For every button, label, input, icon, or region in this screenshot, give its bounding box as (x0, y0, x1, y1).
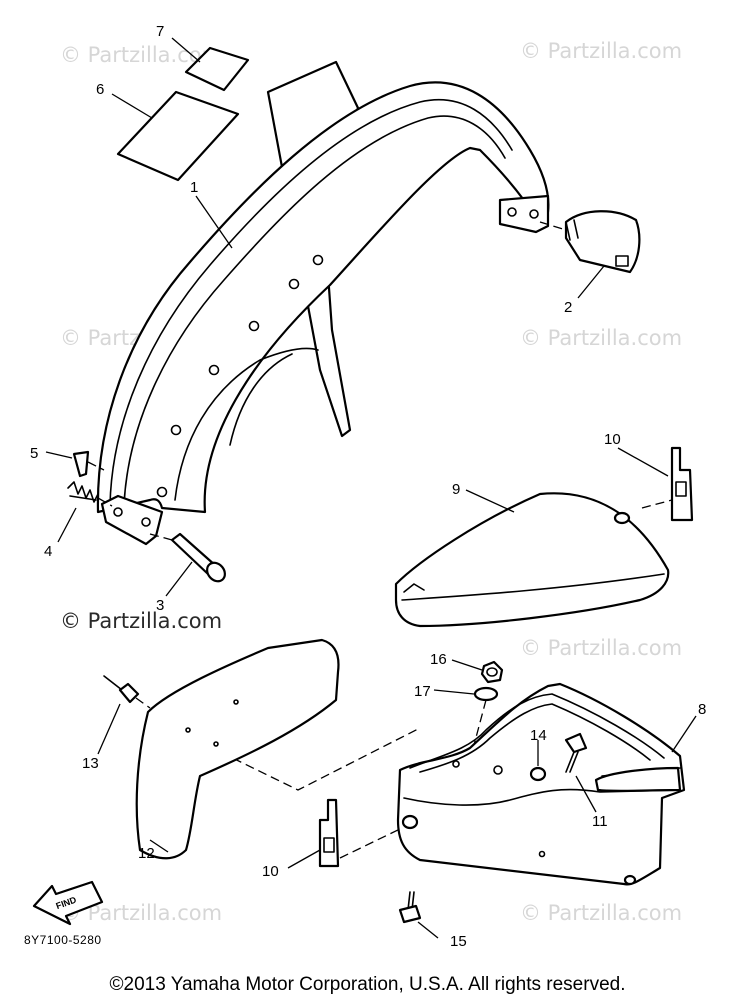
part-6-decal (116, 90, 240, 182)
find-arrow-icon: FIND (32, 880, 104, 926)
part-13-screw (103, 675, 151, 709)
part-8-tool-box (207, 682, 686, 886)
callout-2: 2 (564, 299, 572, 316)
callout-9: 9 (452, 481, 460, 498)
leader-lines (45, 37, 697, 939)
callout-13: 13 (82, 755, 99, 772)
part-14-grommet (529, 766, 547, 782)
callout-6: 6 (96, 81, 104, 98)
part-10-bracket-lower (318, 798, 340, 868)
watermark: © Partzilla.com (520, 39, 682, 63)
callout-10-upper: 10 (604, 431, 621, 448)
diagram-code: 8Y7100-5280 (24, 933, 102, 947)
watermark: © Partzilla.com (520, 326, 682, 350)
copyright-notice: ©2013 Yamaha Motor Corporation, U.S.A. A… (109, 974, 626, 995)
part-15-bolt (398, 891, 422, 924)
callout-4: 4 (44, 543, 52, 560)
callout-10-lower: 10 (262, 863, 279, 880)
part-4-spring (67, 481, 113, 507)
callout-7: 7 (156, 23, 164, 40)
part-9-seat (394, 492, 670, 628)
part-12-side-cover (135, 638, 340, 860)
part-1-chain-case (96, 60, 550, 546)
part-11-screw (564, 732, 588, 773)
callout-1: 1 (190, 179, 198, 196)
part-2-clip (539, 210, 641, 274)
callout-12: 12 (138, 845, 155, 862)
part-16-nut (480, 660, 504, 684)
watermark-prominent: © Partzilla.com (60, 609, 222, 633)
part-5-pin (72, 450, 105, 478)
callout-14: 14 (530, 727, 547, 744)
callout-3: 3 (156, 597, 164, 614)
watermark: © Partzilla.com (520, 901, 682, 925)
part-7-decal (184, 46, 250, 92)
callout-labels: 7 6 1 2 10 5 9 4 3 16 17 8 14 13 11 12 1… (30, 23, 706, 950)
callout-16: 16 (430, 651, 447, 668)
callout-15: 15 (450, 933, 467, 950)
callout-11: 11 (592, 813, 608, 830)
part-10-bracket-upper (641, 446, 694, 522)
part-3-pivot-pin (149, 532, 226, 583)
watermark-layer: © Partzilla.com © Partzilla.com © Partzi… (60, 39, 682, 925)
callout-5: 5 (30, 445, 38, 462)
part-17-collar (469, 686, 499, 761)
watermark: © Partzilla.com (520, 636, 682, 660)
callout-8: 8 (698, 701, 706, 718)
callout-17: 17 (414, 683, 431, 700)
